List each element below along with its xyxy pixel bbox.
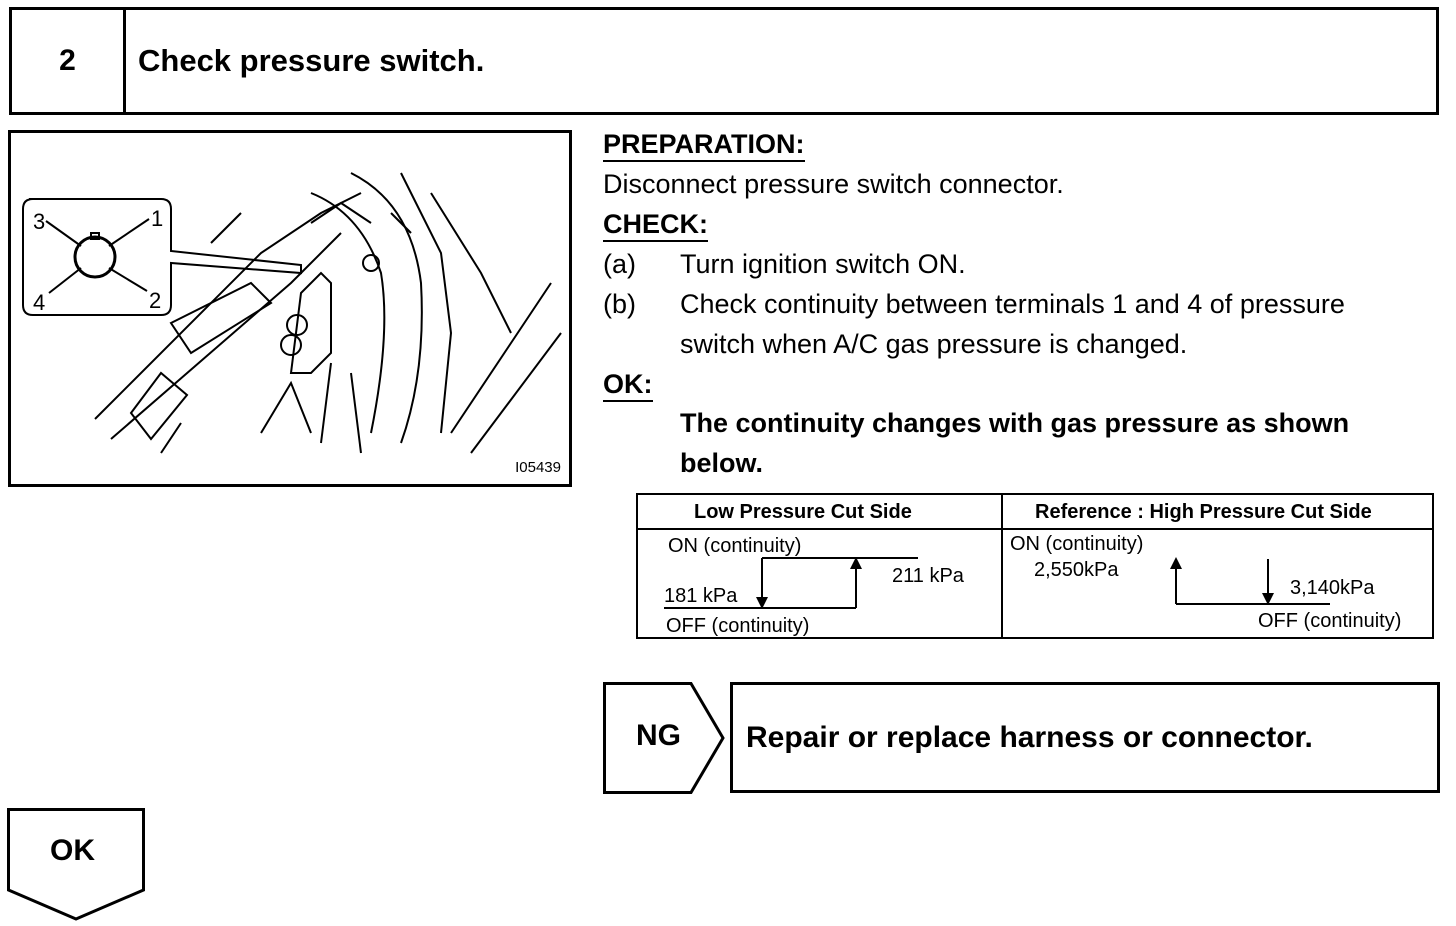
step-b-text-line2: switch when A/C gas pressure is changed. [680,329,1188,359]
arrow-down-181 [756,597,768,609]
terminal-label-2: 2 [149,288,161,313]
high-pressure-header: Reference : High Pressure Cut Side [1035,501,1372,523]
ok-arrow-shape [7,808,145,921]
high-low-value: 2,550kPa [1034,559,1119,581]
terminal-label-4: 4 [33,290,45,315]
ng-action-text: Repair or replace harness or connector. [746,720,1313,754]
engine-bay-drawing: 3 1 4 2 [22,172,562,454]
arrow-up-211 [850,557,862,569]
low-high-value: 211 kPa [892,565,964,587]
high-high-value: 3,140kPa [1290,577,1375,599]
preparation-heading: PREPARATION: [603,128,805,162]
high-off-label: OFF (continuity) [1258,610,1402,632]
step-a-marker: (a) [603,249,636,279]
ng-action-box: Repair or replace harness or connector. [730,682,1440,793]
ok-criteria-line1: The continuity changes with gas pressure… [680,408,1350,438]
figure-id: I05439 [515,459,561,476]
ng-label: NG [636,719,681,752]
ng-arrow-shape [603,682,725,794]
low-on-label: ON (continuity) [668,535,802,557]
check-heading: CHECK: [603,208,708,242]
pressure-switch-illustration: 3 1 4 2 I05439 [8,130,572,487]
continuity-hysteresis-diagrams [664,557,1330,609]
terminal-label-3: 3 [33,209,45,234]
ok-criteria-line2: below. [680,448,764,478]
step-number: 2 [12,10,126,112]
continuity-table: Low Pressure Cut Side Reference : High P… [636,493,1434,639]
step-b-text-line1: Check continuity between terminals 1 and… [680,289,1345,319]
step-title: Check pressure switch. [138,43,485,78]
step-a-text: Turn ignition switch ON. [680,249,966,279]
arrow-down-3140 [1262,593,1274,605]
arrow-up-2550 [1170,557,1182,569]
low-low-value: 181 kPa [664,585,738,607]
ok-label: OK [50,834,95,867]
ok-heading: OK: [603,368,653,402]
high-on-label: ON (continuity) [1010,533,1144,555]
step-b-marker: (b) [603,289,636,319]
terminal-label-1: 1 [151,206,163,231]
step-header: 2 Check pressure switch. [9,7,1439,115]
preparation-text: Disconnect pressure switch connector. [603,169,1064,199]
low-pressure-header: Low Pressure Cut Side [694,501,912,523]
low-off-label: OFF (continuity) [666,615,810,637]
